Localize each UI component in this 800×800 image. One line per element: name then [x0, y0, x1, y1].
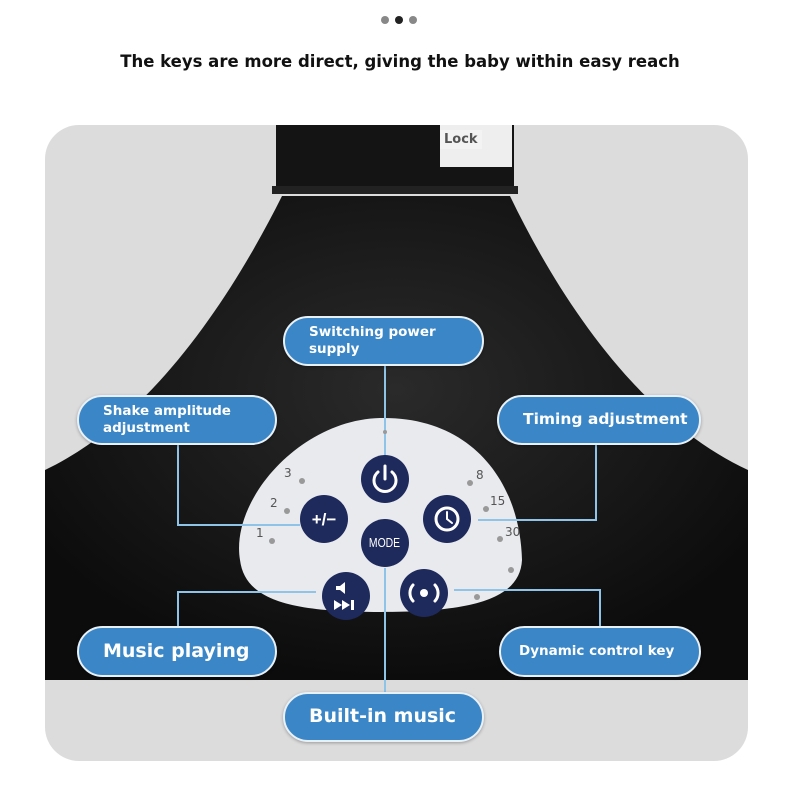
mode-label[interactable]: MODE — [368, 535, 401, 550]
pagination-dots — [381, 16, 417, 24]
callout-power: Switching power supply — [283, 316, 484, 366]
callout-music-playing: Music playing — [77, 626, 277, 677]
amplitude-level-3: 3 — [284, 466, 292, 480]
connector-lines — [177, 365, 601, 692]
page-dot-3[interactable] — [409, 16, 417, 24]
lock-label: Lock — [440, 130, 482, 149]
page-dot-1[interactable] — [381, 16, 389, 24]
callout-dynamic: Dynamic control key — [499, 626, 701, 677]
amplitude-button — [300, 495, 348, 543]
page-dot-2[interactable] — [395, 16, 403, 24]
amplitude-level-2: 2 — [270, 496, 278, 510]
timer-level-8: 8 — [476, 468, 484, 482]
clock-icon — [434, 506, 460, 532]
control-panel — [239, 417, 522, 612]
plus-minus-icon: +/− — [312, 510, 337, 529]
headline: The keys are more direct, giving the bab… — [120, 52, 680, 71]
music-button — [322, 572, 370, 620]
callout-builtin-music: Built-in music — [283, 692, 484, 742]
power-icon — [372, 470, 398, 493]
timer-level-15: 15 — [490, 494, 506, 508]
music-icon — [334, 582, 354, 610]
callout-amplitude: Shake amplitude adjustment — [77, 395, 277, 445]
timer-level-30: 30 — [505, 525, 521, 539]
amplitude-level-1: 1 — [256, 526, 264, 540]
vibration-icon — [408, 583, 440, 603]
mode-button — [361, 519, 409, 567]
callout-timing: Timing adjustment — [497, 395, 701, 445]
